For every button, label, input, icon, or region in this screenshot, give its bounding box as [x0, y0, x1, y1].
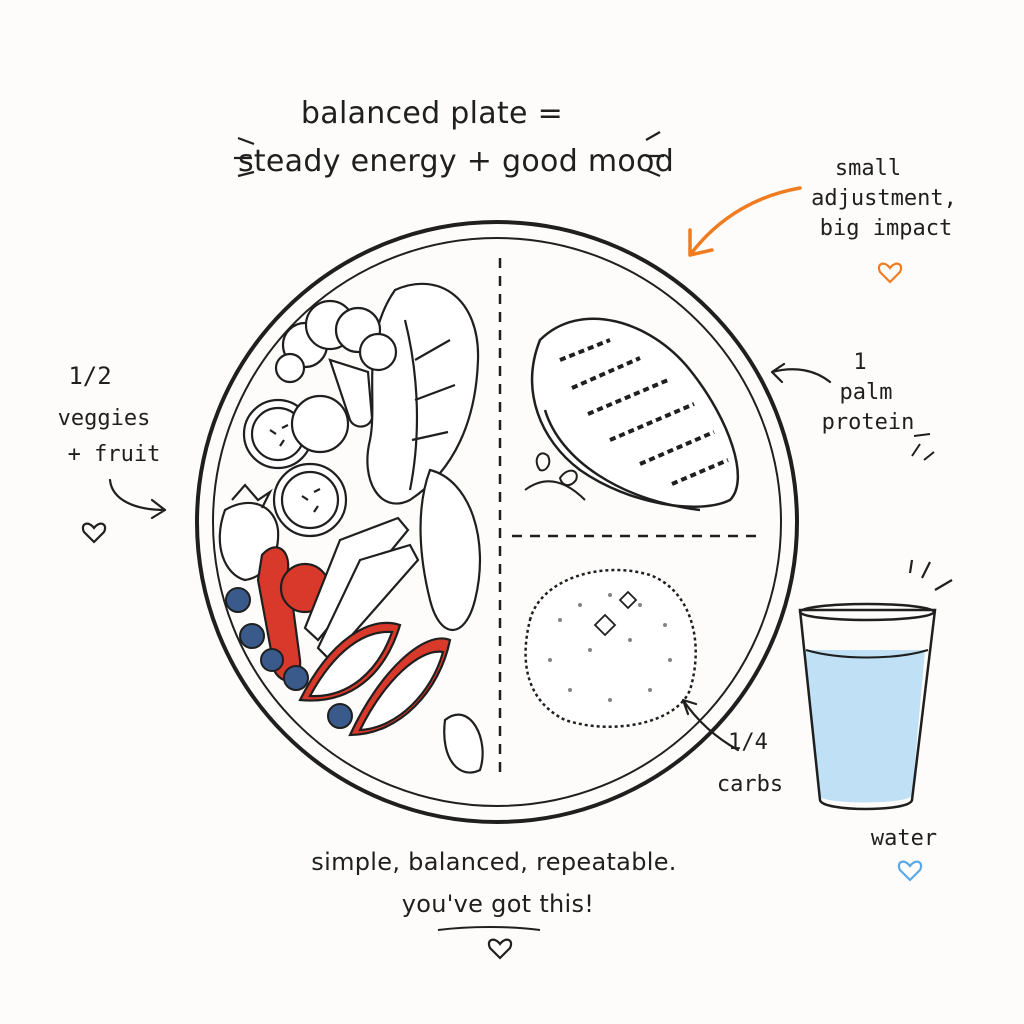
rice-icon [524, 568, 697, 728]
footer-line-2: you've got this! [401, 890, 595, 918]
callout-adjustment-line-3: big impact [819, 216, 953, 241]
emphasis-ticks-protein [911, 433, 935, 461]
arrow-icon [688, 186, 802, 257]
heart-icon [487, 938, 513, 960]
celery-icon [303, 516, 420, 662]
callout-carbs-line-1: carbs [716, 772, 784, 797]
blueberry-icon [225, 587, 353, 729]
callout-carbs-fraction: 1/4 [728, 730, 768, 755]
callout-veggies-line-1: veggies [57, 406, 151, 431]
callout-adjustment-line-2: adjustment, [811, 186, 957, 211]
heart-icon [81, 522, 107, 544]
arrow-icon [108, 478, 167, 520]
arrow-icon [681, 698, 740, 752]
chicken-icon [531, 317, 739, 512]
sparkle-icon [908, 559, 953, 591]
footer-line-1: simple, balanced, repeatable. [311, 848, 677, 876]
callout-protein-line-3: protein [821, 410, 915, 435]
cucumber-icon [242, 394, 350, 538]
title-line-1: balanced plate = [300, 96, 564, 131]
pepper-icon [256, 546, 302, 682]
heart-icon [877, 262, 903, 284]
callout-veggies-fraction: 1/2 [68, 362, 112, 390]
broccoli-icon [274, 299, 398, 428]
callout-adjustment-line-1: small [834, 156, 902, 181]
plate-inner-rim [212, 237, 782, 807]
apple-slices-icon [298, 621, 452, 737]
water-glass-icon [798, 602, 937, 811]
water-label: water [870, 826, 938, 851]
plate-outer-rim [195, 220, 799, 824]
callout-protein-line-1: 1 [853, 350, 867, 375]
callout-veggies-line-2: + fruit [67, 442, 161, 467]
herb-icon [524, 452, 586, 501]
arrow-icon [770, 362, 832, 384]
lettuce-icon [366, 282, 484, 774]
heart-icon [897, 860, 923, 882]
footer-underline [437, 926, 541, 931]
callout-protein-line-2: palm [839, 380, 893, 405]
title-line-2: steady energy + good mood [237, 144, 675, 179]
emphasis-ticks-right [645, 131, 664, 178]
emphasis-ticks-left [234, 136, 255, 178]
